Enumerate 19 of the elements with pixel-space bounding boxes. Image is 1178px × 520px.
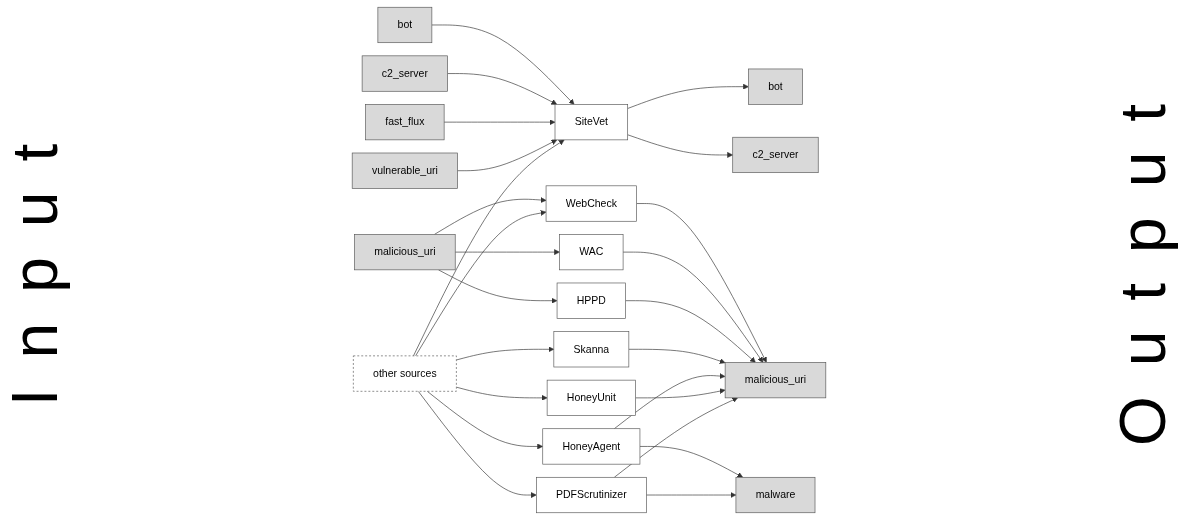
node-box: HoneyUnit [546,379,636,416]
node-box: vulnerable_uri [351,152,458,189]
node-box: WAC [559,234,624,271]
side-label: Input [0,113,72,407]
node-box: SiteVet [554,104,628,141]
node-box: WebCheck [545,185,637,222]
node-box: PDFScrutinizer [536,476,647,514]
node-box: c2_server [361,55,448,92]
node-box: bot [377,6,433,44]
node-box: bot [748,68,803,105]
node-box: Skanna [553,331,630,368]
node-box: HPPD [556,282,626,319]
node-box: malware [735,476,816,514]
node-box: malicious_uri [354,234,456,271]
node-box: HoneyAgent [542,428,641,465]
node-box: malicious_uri [724,362,827,399]
node-box: c2_server [732,136,819,173]
node-box: fast_flux [365,104,445,141]
node-box: other sources [353,355,457,392]
